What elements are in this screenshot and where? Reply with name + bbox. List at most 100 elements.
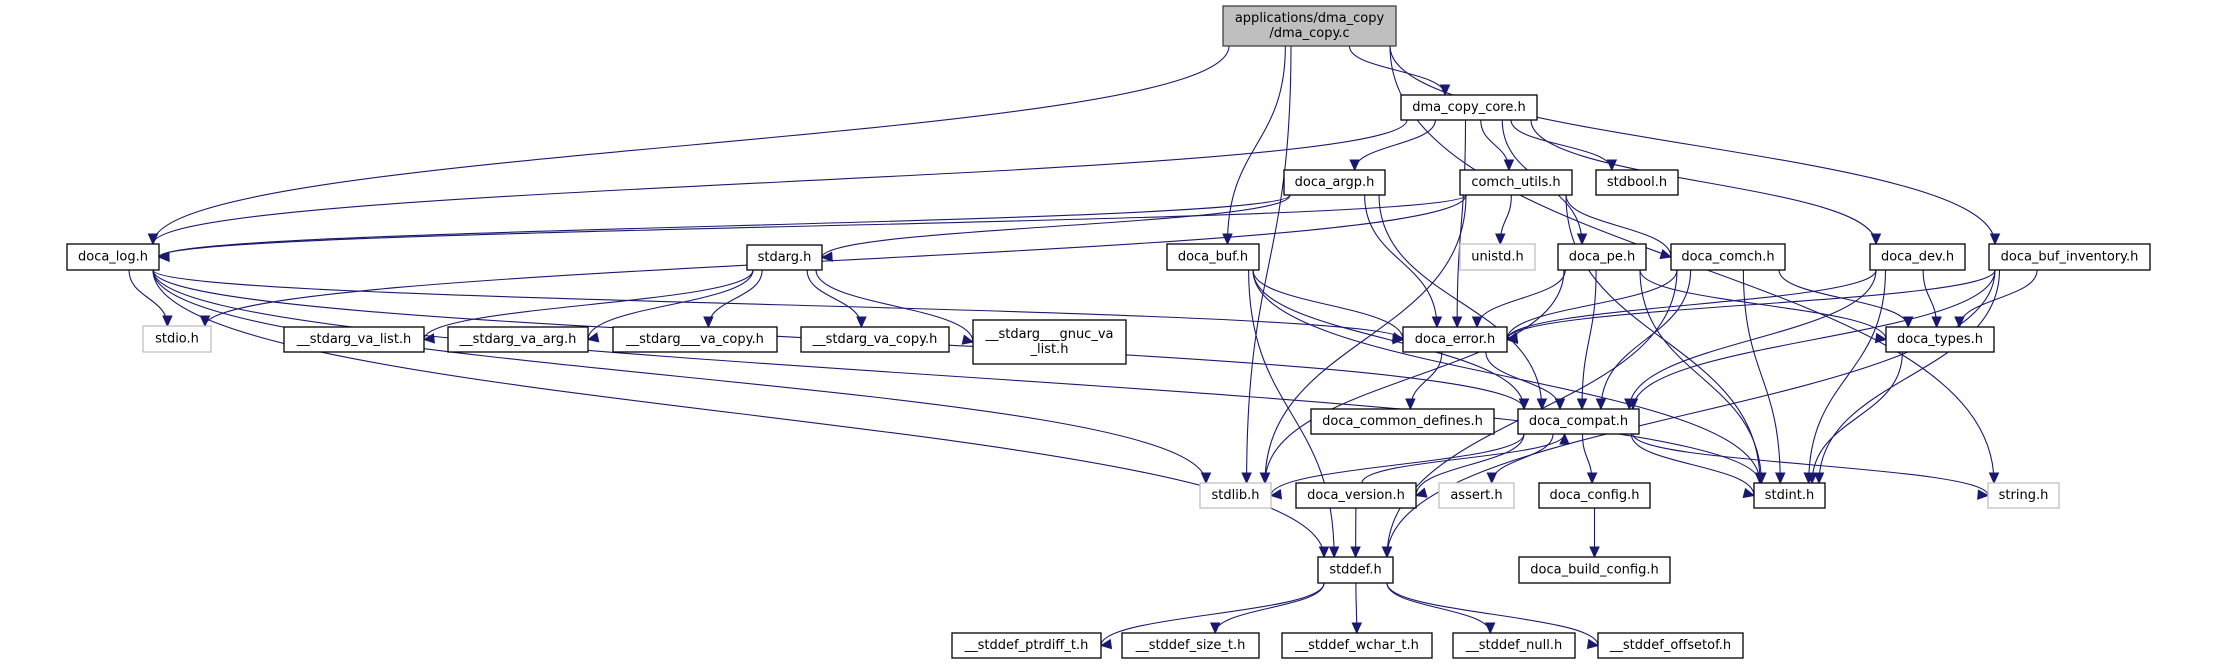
node-stdlib[interactable]: stdlib.h: [1199, 482, 1272, 509]
node-assert[interactable]: assert.h: [1438, 482, 1515, 509]
node-box: [1295, 482, 1417, 509]
edge-root-to-doca_buf: [1226, 45, 1286, 245]
node-label: __stdarg_va_list.h: [296, 332, 412, 347]
node-box: [800, 326, 950, 353]
edge-stddef-to-stddef_ptrdiff_t: [1100, 582, 1325, 646]
node-doca-error[interactable]: doca_error.h: [1402, 326, 1508, 353]
node-stdarg---va-copy[interactable]: __stdarg___va_copy.h: [612, 326, 778, 353]
edge-doca_error-to-doca_common_defines: [1409, 351, 1443, 410]
node-doca-pe[interactable]: doca_pe.h: [1557, 243, 1647, 271]
node-box: [1885, 326, 1995, 353]
arrowhead-doca_types: [1931, 316, 1942, 329]
node-doca-buf[interactable]: doca_buf.h: [1166, 243, 1260, 271]
arrowhead-doca_compat: [1595, 398, 1607, 411]
arrowhead-doca_comch: [1659, 248, 1673, 260]
edge-doca_argp-to-doca_compat: [1378, 194, 1543, 410]
nodes-layer: applications/dma_copy/dma_copy.c dma_copy…: [66, 5, 2151, 659]
node-doca-build-config[interactable]: doca_build_config.h: [1518, 556, 1671, 584]
edge-doca_compat-to-string: [1632, 433, 1989, 496]
node-stddef-size-t[interactable]: __stddef_size_t.h: [1121, 632, 1260, 659]
edge-doca_buf_inventory-to-stdint: [1818, 269, 2001, 484]
arrowhead-stdlib: [1241, 472, 1252, 485]
edge-comch_utils-to-doca_comch: [1565, 194, 1672, 258]
node-stdarg-va-arg[interactable]: __stdarg_va_arg.h: [447, 326, 589, 353]
edge-doca_buf-to-doca_compat: [1252, 269, 1525, 410]
edge-dma_copy_core-to-stdbool: [1510, 119, 1613, 171]
node-doca-config[interactable]: doca_config.h: [1538, 482, 1651, 509]
node-label: doca_log.h: [78, 250, 148, 265]
node-doca-version[interactable]: doca_version.h: [1295, 482, 1417, 509]
edge-doca_dev-to-stdint: [1808, 269, 1887, 484]
node-label: __stddef_null.h: [1465, 638, 1563, 653]
node-label: comch_utils.h: [1471, 175, 1560, 190]
edge-doca_argp-to-doca_log: [158, 194, 1291, 258]
arrowhead-dma_copy_core: [1439, 84, 1451, 97]
edge-dma_copy_core-to-comch_utils: [1480, 119, 1510, 171]
node-label: stdint.h: [1765, 488, 1814, 503]
arrowhead-stdlib: [1259, 472, 1271, 485]
node-stdint[interactable]: stdint.h: [1753, 482, 1826, 509]
node-label: doca_comch.h: [1681, 250, 1774, 265]
node-string[interactable]: string.h: [1987, 482, 2060, 509]
arrowhead-stdint: [1813, 472, 1825, 485]
arrowhead-doca_error: [1391, 331, 1405, 343]
node-box: [1459, 169, 1573, 196]
node-label: _list.h: [1030, 342, 1069, 357]
node-doca-log[interactable]: doca_log.h: [66, 243, 160, 271]
node-dma-copy-core[interactable]: dma_copy_core.h: [1400, 94, 1538, 121]
node-unistd[interactable]: unistd.h: [1459, 243, 1536, 271]
edge-doca_pe-to-doca_compat: [1581, 269, 1597, 410]
node-stddef[interactable]: stddef.h: [1317, 556, 1394, 584]
arrowhead-stddef_ptrdiff_t: [1099, 638, 1113, 650]
arrowhead-doca_buf_inventory: [1989, 233, 2001, 246]
node-box: [1518, 556, 1671, 584]
arrowhead-stdint: [1742, 487, 1756, 499]
node-label: doca_error.h: [1415, 332, 1495, 347]
node-stdbool[interactable]: stdbool.h: [1595, 169, 1679, 196]
node-doca-buf-inventory[interactable]: doca_buf_inventory.h: [1988, 243, 2151, 271]
node-box: [142, 325, 212, 353]
node-label: doca_compat.h: [1529, 414, 1628, 429]
node-stdarg---gnuc-va-list[interactable]: __stdarg___gnuc_va_list.h: [972, 319, 1127, 365]
node-label: __stddef_wchar_t.h: [1294, 638, 1419, 653]
node-stdarg-va-copy[interactable]: __stdarg_va_copy.h: [800, 326, 950, 353]
node-root[interactable]: applications/dma_copy/dma_copy.c: [1222, 5, 1397, 47]
edge-doca_buf-to-doca_error: [1252, 269, 1404, 340]
node-label: applications/dma_copy: [1235, 11, 1385, 26]
node-stdarg[interactable]: stdarg.h: [746, 244, 823, 271]
edge-root-to-doca_log: [152, 45, 1230, 245]
node-stddef-ptrdiff-t[interactable]: __stddef_ptrdiff_t.h: [951, 632, 1102, 659]
arrowhead-doca_pe: [1576, 233, 1588, 246]
node-doca-argp[interactable]: doca_argp.h: [1283, 169, 1386, 196]
node-doca-types[interactable]: doca_types.h: [1885, 326, 1995, 353]
node-label: doca_types.h: [1897, 332, 1983, 347]
node-doca-dev[interactable]: doca_dev.h: [1869, 243, 1966, 271]
arrowhead-assert: [1486, 472, 1498, 485]
node-doca-compat[interactable]: doca_compat.h: [1517, 408, 1640, 435]
node-stddef-null[interactable]: __stddef_null.h: [1452, 632, 1576, 659]
node-label: doca_version.h: [1307, 488, 1405, 503]
edge-doca_log-to-stdlib: [152, 269, 1207, 484]
node-stddef-offsetof[interactable]: __stddef_offsetof.h: [1597, 632, 1744, 659]
node-box: [1987, 482, 2060, 509]
arrowhead-stddef_size_t: [1209, 622, 1221, 635]
arrowhead-doca_compat: [1554, 398, 1566, 411]
node-box: [746, 244, 823, 271]
arrowhead-doca_types: [1954, 316, 1965, 329]
node-doca-common-defines[interactable]: doca_common_defines.h: [1310, 408, 1495, 435]
node-stdarg-va-list[interactable]: __stdarg_va_list.h: [283, 326, 425, 353]
node-box: [1310, 408, 1495, 435]
edge-stdarg-to-stdarg___gnuc_va_list: [815, 269, 974, 343]
node-doca-comch[interactable]: doca_comch.h: [1670, 243, 1786, 271]
node-comch-utils[interactable]: comch_utils.h: [1459, 169, 1573, 196]
arrowhead-stdbool: [1606, 159, 1618, 172]
node-box: [612, 326, 778, 353]
arrowhead-stddef: [1381, 546, 1393, 559]
edge-doca_pe-to-stdlib: [1264, 269, 1565, 484]
arrowhead-stdlib: [1200, 472, 1212, 485]
node-stddef-wchar-t[interactable]: __stddef_wchar_t.h: [1281, 632, 1433, 659]
edge-doca_log-to-stdint: [152, 269, 1761, 484]
node-box: [1317, 556, 1394, 584]
node-stdio[interactable]: stdio.h: [142, 325, 212, 353]
edge-doca_dev-to-doca_error: [1506, 269, 1877, 340]
